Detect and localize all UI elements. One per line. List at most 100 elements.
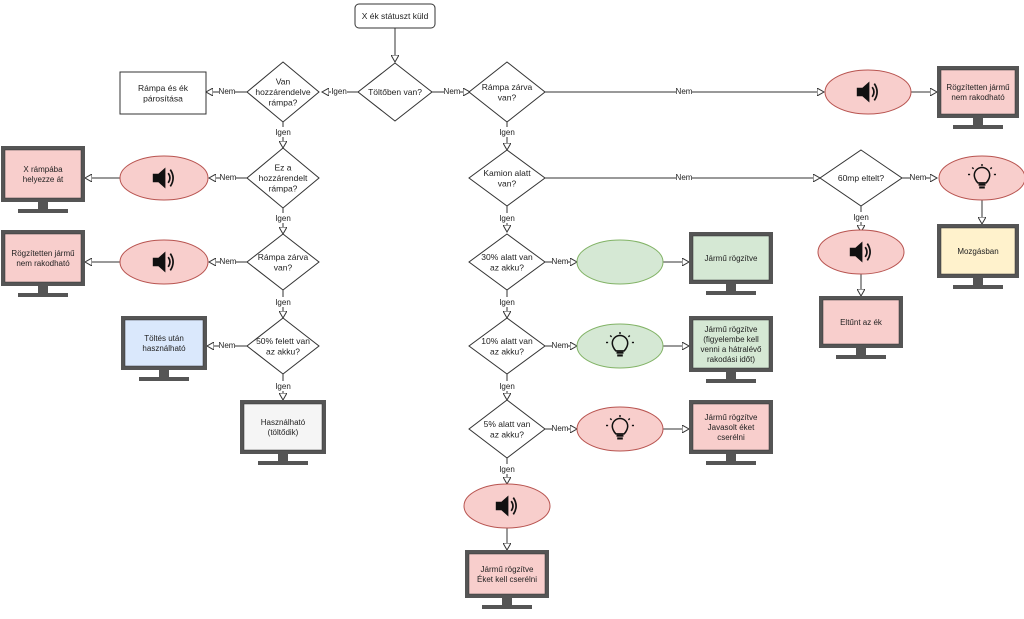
edge-label-igen: Igen [275,298,291,307]
monitor-hasznalhato: Használható(töltődik) [240,400,326,465]
edge-label-igen: Igen [499,298,515,307]
monitor-eltunt: Eltűnt az ék [819,296,903,359]
edge-label-igen: Igen [499,214,515,223]
speaker-node-eltunt [817,229,905,275]
decision-ez-a-line: rámpa? [269,184,298,194]
decision-5-alatt-line: az akku? [490,429,524,439]
monitor-rogzitett-right-line: Rögzítetten jármű [946,83,1010,92]
decision-ez-a-line: hozzárendelt [259,173,308,183]
decision-van-hozzarendelve-line: rámpa? [269,98,298,108]
monitor-jarmu-5-line: Jármű rögzítve [705,413,758,422]
speaker-node-rogzitett-left [119,239,209,285]
edge-label-nem: Nem [219,341,236,350]
decision-60mp-line: 60mp eltelt? [838,173,885,183]
bulb-node-10 [576,323,664,369]
monitor-jarmu-5-line: cserélni [717,433,745,442]
monitor-jarmu-10-line: venni a hátralévő [701,345,762,354]
decision-van-hozzarendelve-line: hozzárendelve [255,87,311,97]
box-rampa-parositas-line: párosítása [143,93,183,103]
decision-kamion-line: van? [498,178,517,188]
monitor-x-rampaba-line: helyezze át [23,175,64,184]
decision-30-alatt-line: az akku? [490,262,524,272]
monitor-jarmu-bottom-line: Jármű rögzítve [481,565,534,574]
monitor-rogzitett-left-line: Rögzítetten jármű [11,249,75,258]
monitor-toltes-utan-line: használható [142,344,186,353]
bulb-node-5 [576,406,664,452]
edge-label-nem: Nem [444,87,461,96]
monitor-jarmu-30: Jármű rögzítve [689,232,773,295]
edge-label-nem: Nem [552,424,569,433]
edge-label-igen: Igen [331,87,347,96]
decision-rampa-zarva-left-line: van? [274,262,293,272]
edge-label-nem: Nem [219,87,236,96]
monitor-jarmu-5-line: Javasolt éket [708,423,755,432]
decision-ez-a-line: Ez a [274,163,291,173]
decision-5-alatt-line: 5% alatt van [484,419,531,429]
speaker-node-rogzitett-right [824,69,912,115]
decision-rampa-zarva-right-line: Rámpa zárva [482,82,533,92]
edge-label-igen: Igen [499,128,515,137]
monitor-x-rampaba-line: X rámpába [23,165,63,174]
decision-50-felett-line: 50% felett van [256,336,310,346]
monitor-rogzitett-right-line: nem rakodható [951,93,1005,102]
decision-60mp: 60mp eltelt? [819,149,903,207]
monitor-rogzitett-left-line: nem rakodható [16,259,70,268]
decision-tolto: Töltőben van? [357,62,433,122]
decision-van-hozzarendelve-line: Van [276,77,291,87]
edge-label-igen: Igen [275,128,291,137]
monitor-mozgasban: Mozgásban [937,224,1019,289]
decision-rampa-zarva-right-line: van? [498,92,517,102]
decision-10-alatt-line: 10% alatt van [481,336,533,346]
monitor-mozgasban-line: Mozgásban [957,247,998,256]
monitor-hasznalhato-line: (töltődik) [268,428,299,437]
edge-label-nem: Nem [910,173,927,182]
empty-node-30 [576,239,664,285]
edge-label-igen: Igen [275,214,291,223]
monitor-eltunt-line: Eltűnt az ék [840,318,883,327]
edge-label-igen: Igen [853,213,869,222]
speaker-node-x-rampaba [119,155,209,201]
edge-label-igen: Igen [499,382,515,391]
monitor-toltes-utan-line: Töltés után [144,334,184,343]
edge-label-igen: Igen [499,465,515,474]
monitor-jarmu-10-line: Jármű rögzítve [705,325,758,334]
monitor-jarmu-30-line: Jármű rögzítve [705,254,758,263]
monitor-jarmu-10-line: rakodási időt) [707,355,755,364]
speaker-node-bottom [463,483,551,529]
decision-kamion-line: Kamion alatt [483,168,531,178]
decision-50-felett-line: az akku? [266,346,300,356]
decision-rampa-zarva-left-line: Rámpa zárva [258,252,309,262]
edge-label-nem: Nem [676,173,693,182]
monitor-hasznalhato-line: Használható [261,418,306,427]
edge-label-nem: Nem [676,87,693,96]
edge-label-nem: Nem [552,341,569,350]
bulb-node-mozgasban [938,155,1024,201]
box-rampa-parositas-line: Rámpa és ék [138,83,189,93]
start-box: X ék státuszt küld [354,3,436,29]
edge-label-nem: Nem [220,257,237,266]
edge-label-igen: Igen [275,382,291,391]
monitor-jarmu-10-line: (figyelembe kell [703,335,759,344]
start-box-line: X ék státuszt küld [362,11,429,21]
decision-10-alatt-line: az akku? [490,346,524,356]
edge-label-nem: Nem [552,257,569,266]
